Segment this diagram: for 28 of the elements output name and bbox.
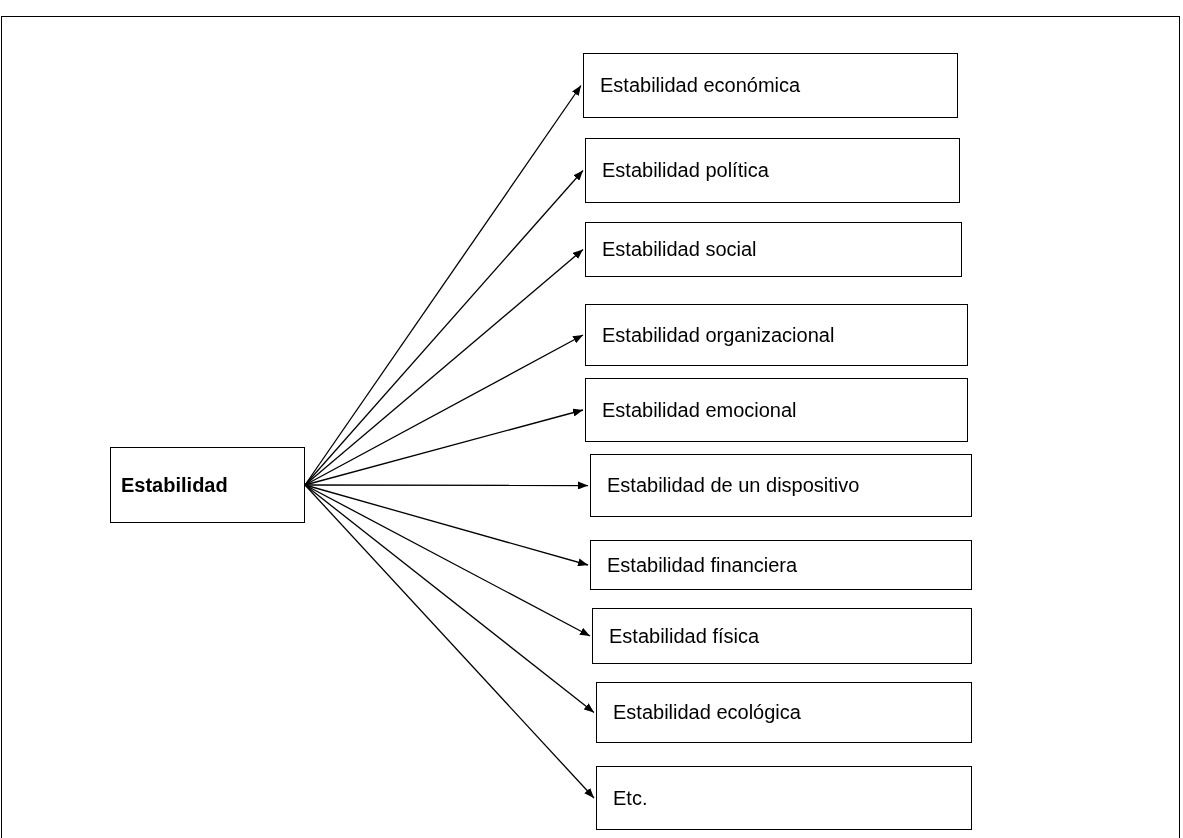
arrow [304,484,589,567]
concept-box [590,540,972,590]
node-text: Etc. [613,786,648,810]
concept-box [590,454,972,517]
node-text: Estabilidad financiera [607,553,798,577]
root-concept-box [110,447,305,523]
arrow [304,484,595,799]
arrow [304,484,595,714]
concept-box [583,53,958,118]
node-text: Estabilidad organizacional [602,323,835,347]
node-text: Estabilidad política [602,159,769,182]
concept-box [592,608,972,664]
concept-box [585,138,960,203]
concept-box [585,378,968,442]
arrow [304,248,584,486]
node-text: Estabilidad física [609,624,760,648]
node-text: Estabilidad de un dispositivo [607,474,860,497]
concept-box [585,222,962,277]
node-text: Estabilidad económica [600,74,801,97]
arrow [304,334,584,486]
node-text: Estabilidad ecológica [613,701,801,724]
concept-box [585,304,968,366]
node-text: Estabilidad social [602,238,757,261]
concept-box [596,682,972,743]
node-text: Estabilidad emocional [602,398,797,422]
node-text: Estabilidad [121,473,228,497]
concept-box [596,766,972,830]
arrow [304,169,584,486]
